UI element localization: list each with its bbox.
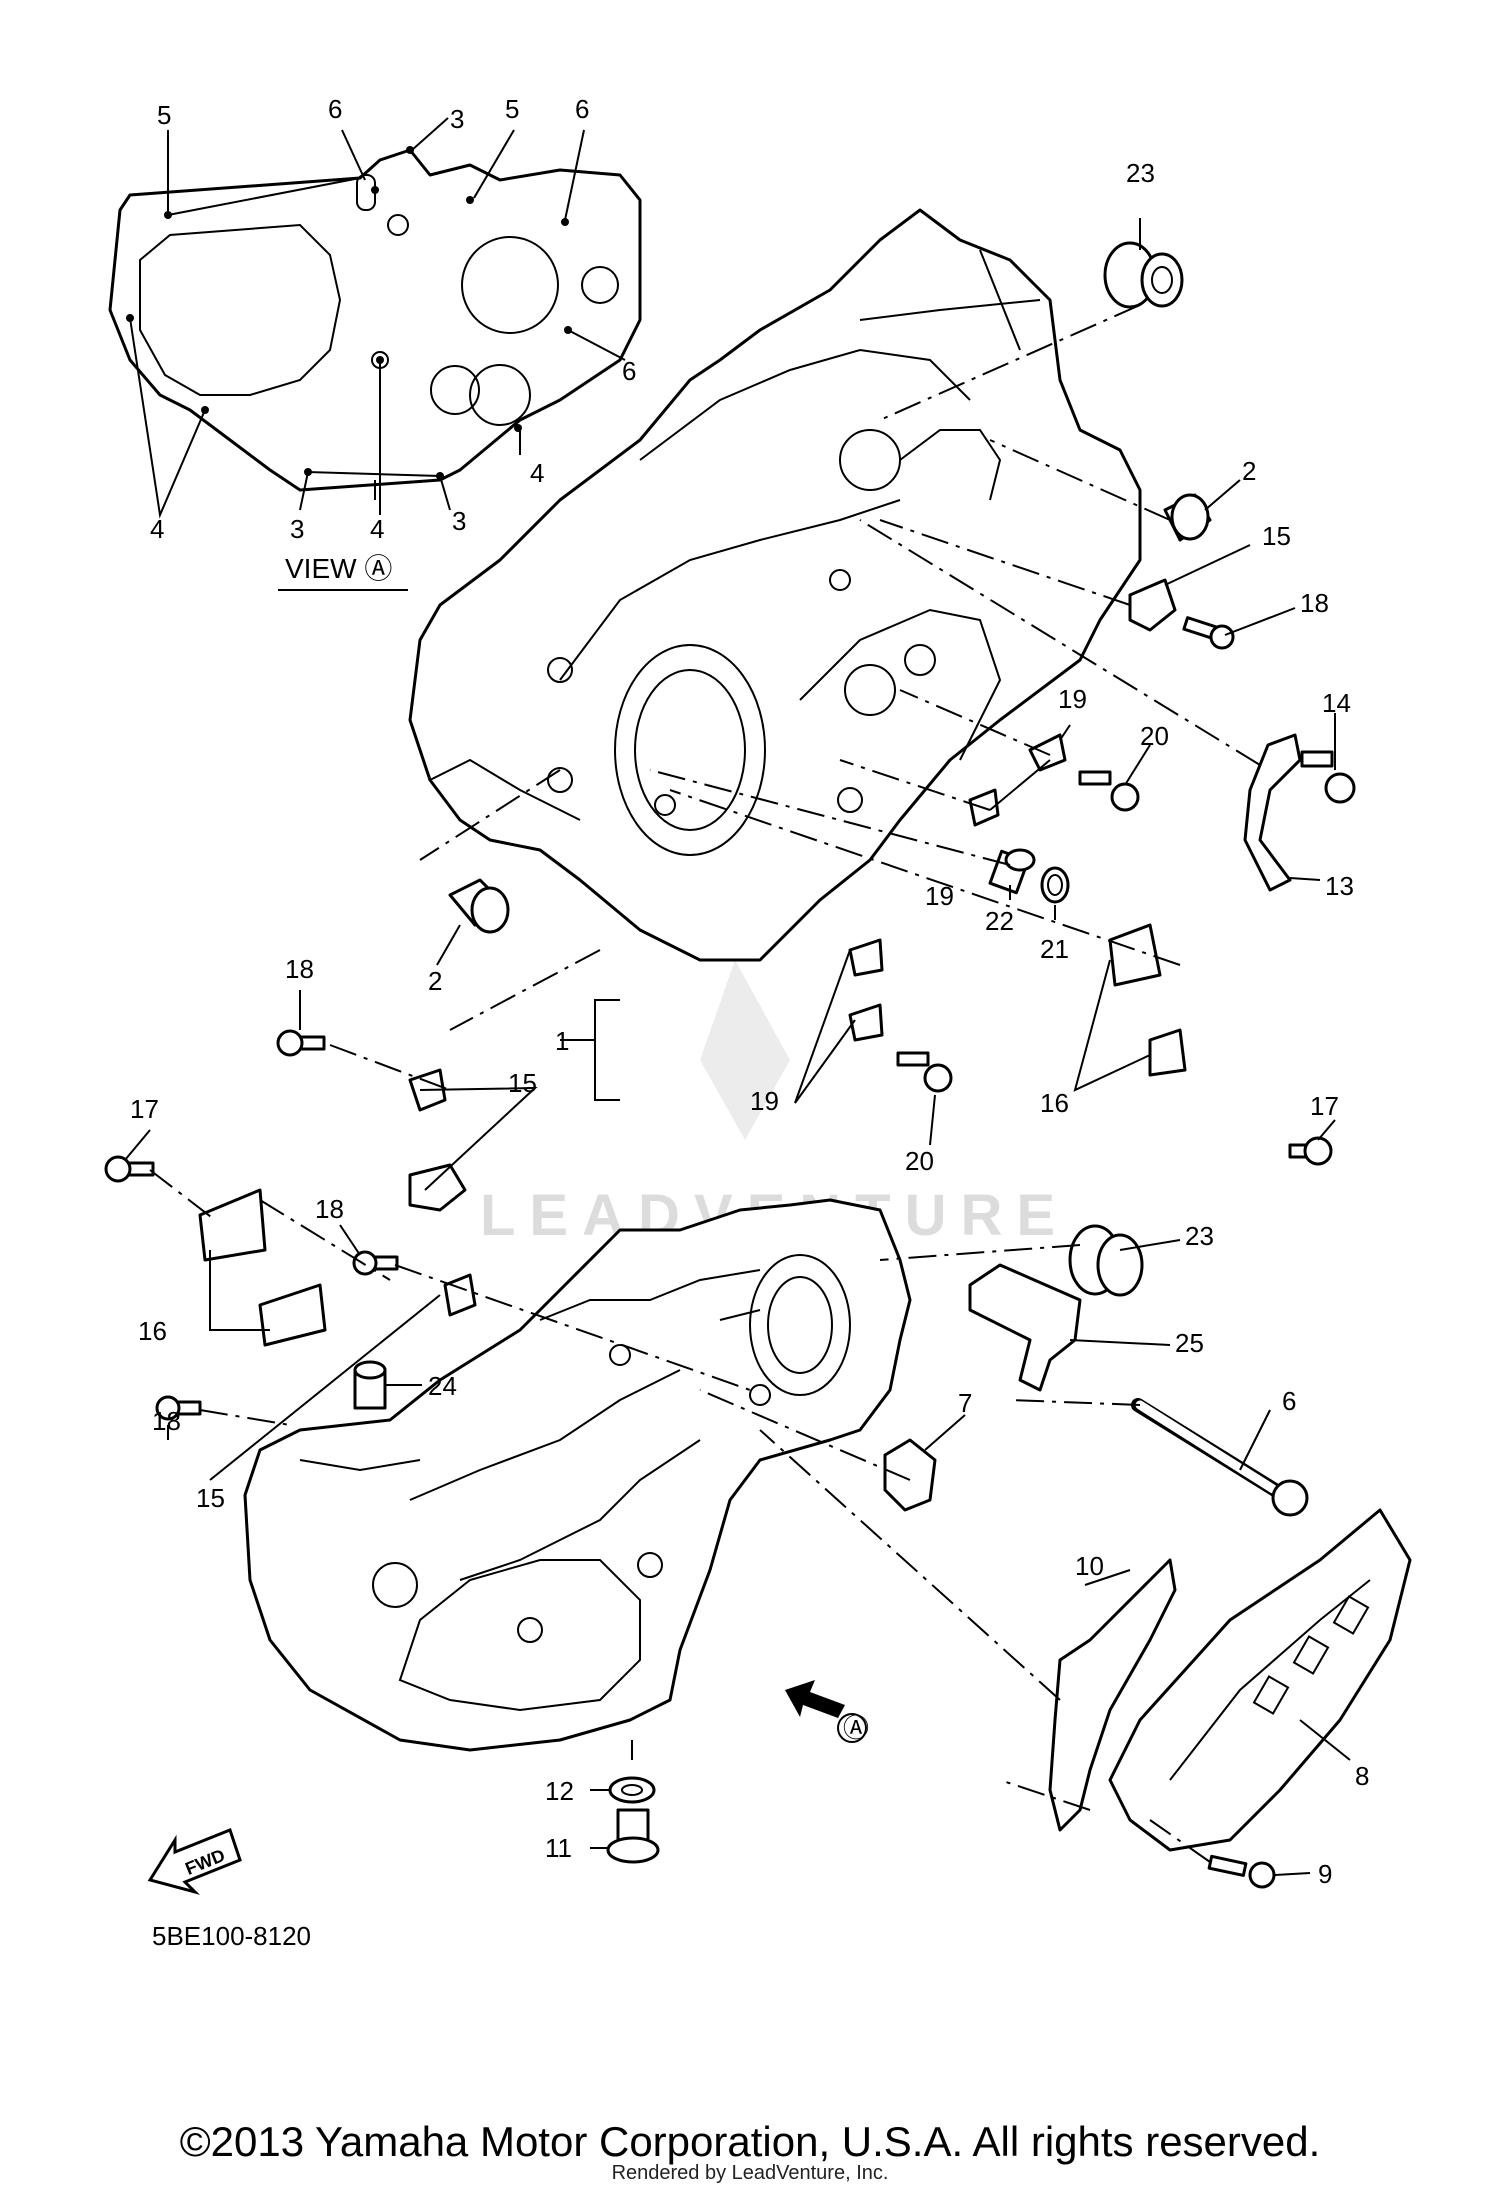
part-24 [353,1360,387,1410]
alignment-lines [149,304,1261,1863]
part-7 [883,1438,937,1512]
part-18-left-top [276,1029,326,1057]
callout-6: 6 [1282,1386,1296,1416]
callout-18: 18 [152,1406,181,1436]
gasket-view-a [108,117,642,519]
part-20-lower [896,1051,953,1093]
callout-4: 4 [150,514,164,544]
part-20-upper [1078,770,1140,812]
part-16-left-b [258,1283,327,1347]
callout-21: 21 [1040,934,1069,964]
crankcase-upper-half [408,208,1142,962]
callout-17: 17 [1310,1091,1339,1121]
part-19-upper [1028,733,1067,772]
part-19-lower-a [848,938,884,977]
callout-24: 24 [428,1371,457,1401]
part-23-upper [1103,241,1184,309]
callout-19: 19 [750,1086,779,1116]
callout-19: 19 [1058,684,1087,714]
callout-11: 11 [545,1833,572,1863]
callout-5: 5 [505,94,519,124]
part-17-left [104,1155,155,1183]
callout-19: 19 [925,881,954,911]
callout-leaders [124,218,1351,1876]
callout-9: 9 [1318,1859,1332,1889]
part-21 [1040,866,1070,904]
part-15-upper [1128,578,1177,632]
part-11 [606,1808,660,1864]
part-15-left-c [443,1273,477,1317]
part-6-long-bolt [1131,1398,1309,1517]
part-15-left-b [408,1163,467,1212]
callout-1: 1 [555,1026,569,1056]
part-16-right-b [1148,1028,1187,1077]
part-8 [1108,1508,1412,1852]
view-label: VIEW Ⓐ [285,553,392,584]
callouts: 5 6 3 5 6 6 4 4 3 4 3 23 2 15 18 14 19 2… [130,94,1369,1889]
part-18-left-bot [155,1395,202,1421]
callout-7: 7 [958,1388,972,1418]
callout-18: 18 [1300,588,1329,618]
copyright-notice: ©2013 Yamaha Motor Corporation, U.S.A. A… [179,2118,1321,2165]
part-14 [1300,750,1356,804]
part-23-lower [1068,1224,1144,1297]
callout-23: 23 [1126,158,1155,188]
callout-16: 16 [138,1316,167,1346]
callout-6: 6 [575,94,589,124]
callout-13: 13 [1325,871,1354,901]
part-10 [1048,1558,1177,1832]
callout-16: 16 [1040,1088,1069,1118]
callout-10: 10 [1075,1551,1104,1581]
callout-8: 8 [1355,1761,1369,1791]
part-22 [988,848,1036,895]
callout-6: 6 [622,356,636,386]
part-16-left-a [198,1188,267,1262]
part-13 [1243,733,1302,892]
callout-5: 5 [157,100,171,130]
callout-3: 3 [450,104,464,134]
part-12 [608,1776,656,1804]
callout-18: 18 [285,954,314,984]
callout-6: 6 [328,94,342,124]
small-parts [104,241,1412,1889]
callout-15: 15 [1262,521,1291,551]
callout-3: 3 [290,514,304,544]
part-25 [968,1263,1082,1392]
callout-2: 2 [1242,456,1256,486]
callout-20: 20 [1140,721,1169,751]
part-18-upper [1182,616,1235,650]
callout-4: 4 [530,458,544,488]
part-2-upper [1163,493,1212,542]
callout-18: 18 [315,1194,344,1224]
part-17-right [1288,1136,1333,1166]
callout-22: 22 [985,906,1014,936]
callout-20: 20 [905,1146,934,1176]
part-18-left-mid [352,1250,399,1276]
part-16-right-a [1108,923,1162,987]
callout-4: 4 [370,514,384,544]
callout-12: 12 [545,1776,574,1806]
callout-2: 2 [428,966,442,996]
arrow-label: Ⓐ [843,1713,869,1743]
callout-14: 14 [1322,688,1351,718]
callout-17: 17 [130,1094,159,1124]
callout-3: 3 [452,506,466,536]
callout-25: 25 [1175,1328,1204,1358]
crankcase-lower-half [243,1198,912,1752]
callout-23: 23 [1185,1221,1214,1251]
part-19-lower-b [848,1003,884,1042]
callout-15: 15 [508,1068,537,1098]
view-a-arrow: Ⓐ [785,1680,869,1743]
part-2-lower [448,878,510,934]
part-9 [1207,1854,1276,1889]
callout-15: 15 [196,1483,225,1513]
fwd-arrow-icon: FWD [147,1828,242,1895]
rendered-by-notice: Rendered by LeadVenture, Inc. [611,2162,889,2184]
diagram-code: 5BE100-8120 [152,1921,311,1951]
